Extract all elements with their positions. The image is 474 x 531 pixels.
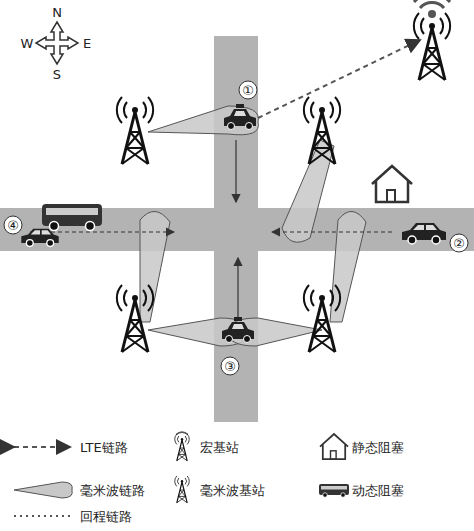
move-arrow	[272, 231, 392, 232]
compass-letter: S	[53, 68, 61, 81]
callout-circle	[4, 81, 468, 375]
legend-text: LTE链路	[80, 441, 128, 454]
callout-number: ③	[224, 360, 236, 373]
move-arrow	[237, 258, 238, 318]
compass	[36, 22, 78, 64]
move-arrow	[235, 140, 236, 202]
callout-number: ①	[242, 84, 254, 97]
legend-text: 回程链路	[80, 510, 132, 523]
legend-text: 宏基站	[200, 441, 239, 454]
compass-letter: W	[21, 37, 34, 50]
callout-number: ④	[7, 219, 19, 232]
legend-text: 毫米波链路	[80, 484, 145, 497]
compass-letter: E	[83, 37, 91, 50]
legend-icons	[14, 432, 349, 516]
compass-letter: N	[52, 6, 62, 19]
callout-number: ②	[453, 237, 465, 250]
legend-text: 动态阻塞	[352, 484, 404, 497]
legend-text: 毫米波基站	[200, 484, 265, 497]
legend-text: 静态阻塞	[352, 441, 404, 454]
macro-station	[414, 0, 450, 80]
lte-link	[258, 40, 420, 118]
mmwave-beams	[140, 106, 366, 346]
